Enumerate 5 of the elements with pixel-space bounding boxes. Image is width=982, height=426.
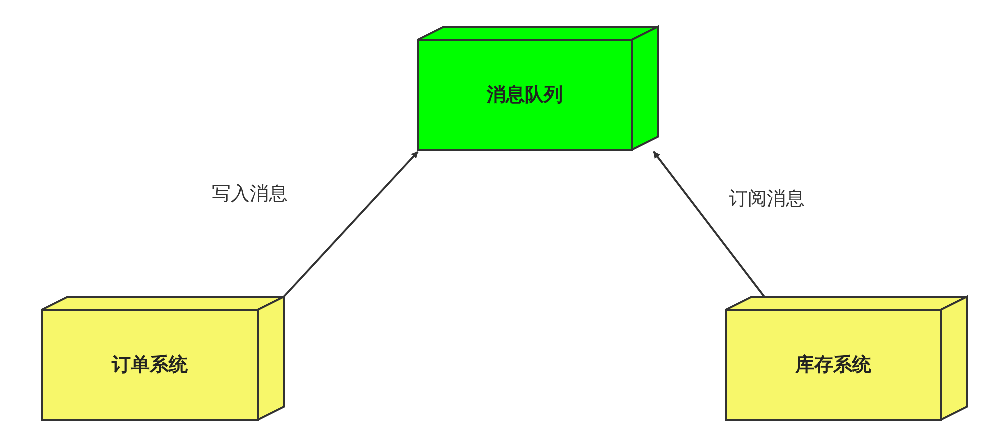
node-label: 订单系统 — [112, 353, 188, 378]
arrow — [283, 151, 419, 298]
arrow — [653, 151, 766, 298]
node-label: 消息队列 — [487, 83, 563, 108]
node-label: 库存系统 — [796, 353, 872, 378]
